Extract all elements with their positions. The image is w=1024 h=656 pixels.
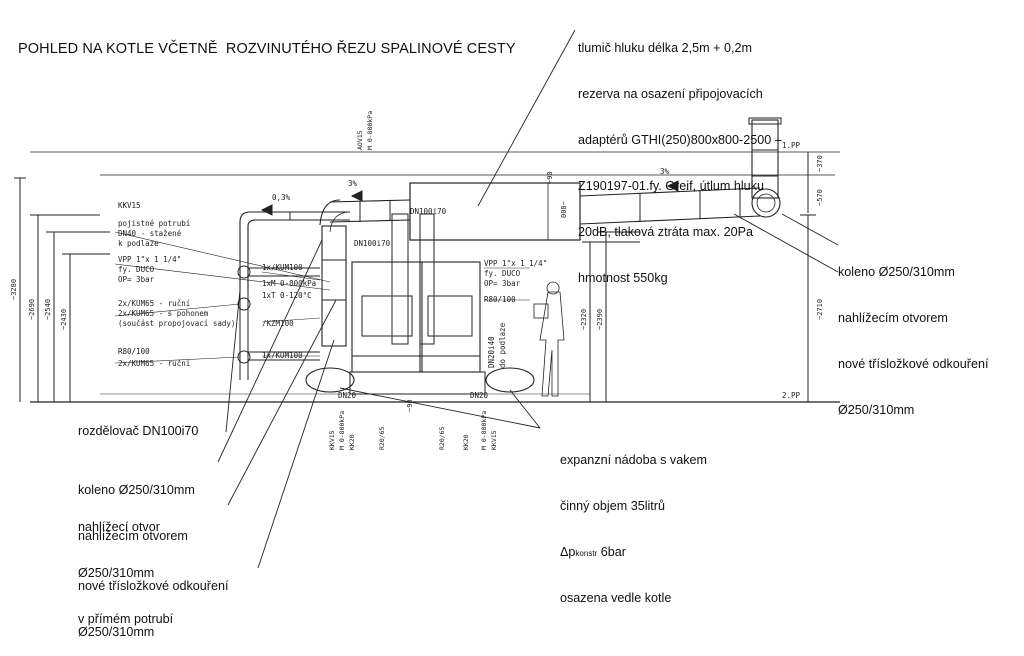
lbl-dn40: DN40 - stažené bbox=[118, 229, 182, 238]
lbl-level-1pp: 1.PP bbox=[782, 141, 801, 150]
elbow-left-line-2: nahlížecím otvorem bbox=[78, 528, 188, 543]
lbl-kit-part: (součást propojovací sady) bbox=[118, 319, 235, 328]
silencer-line-4: Z190197-01.fy. Greif, útlum hluku bbox=[578, 178, 764, 193]
elbow-right-line-3: nové třísložkové odkouření bbox=[838, 356, 989, 371]
expansion-line-1: expanzní nádoba s vakem bbox=[560, 452, 708, 467]
lbl-to-floor: k podlaze bbox=[118, 239, 159, 248]
lbl-dn20-left: DN20 bbox=[338, 391, 357, 400]
elbow-right-line-4: Ø250/310mm bbox=[838, 402, 915, 417]
lbl-kum65-manual: 2x/KUM65 - ruční bbox=[118, 299, 190, 308]
lbl-r80-right: R80/100 bbox=[484, 295, 516, 304]
lbl-bottom-r20-l: R20/65 bbox=[378, 426, 386, 450]
boiler-section-drawing: KKV15 pojistné potrubí DN40 - stažené k … bbox=[10, 29, 840, 569]
dim-800: 008~ bbox=[560, 201, 568, 218]
flue-left-line-2: Ø250/310mm bbox=[78, 624, 155, 639]
dim-90-top: ~90 bbox=[546, 171, 554, 184]
lbl-vpp-left: VPP 1"x 1 1/4" bbox=[118, 255, 181, 264]
callout-elbow-left: koleno Ø250/310mm nahlížecím otvorem bbox=[78, 452, 195, 560]
callout-elbow-right: koleno Ø250/310mm nahlížecím otvorem nov… bbox=[838, 234, 989, 434]
flue-left-line-1: nové třísložkové odkouření bbox=[78, 578, 229, 593]
lbl-manometer: 1xM 0-800kPa bbox=[262, 279, 316, 288]
dim-570: ~570 bbox=[816, 189, 824, 206]
lbl-bottom-m-l: M 0-800kPa bbox=[338, 411, 346, 450]
lbl-slope-03: 0,3% bbox=[272, 193, 291, 202]
expansion-line-3: Δpkonstr 6bar bbox=[560, 545, 707, 560]
callout-expansion: expanzní nádoba s vakem činný objem 35li… bbox=[560, 422, 707, 622]
lbl-op-left: OP= 3bar bbox=[118, 275, 155, 284]
lbl-kum65-drive: 2x/KUM65 - s pohonem bbox=[118, 309, 209, 318]
lbl-do-podlaze: do podlaze bbox=[498, 322, 507, 368]
lbl-bottom-kkv15-r: KKV15 bbox=[490, 430, 498, 450]
lbl-bottom-kkv15-l: KKV15 bbox=[328, 430, 336, 450]
lbl-safety-pipe: pojistné potrubí bbox=[118, 219, 190, 228]
lbl-aov-manometer: M 0-800kPa bbox=[366, 111, 374, 150]
elbow-right-line-2: nahlížecím otvorem bbox=[838, 310, 948, 325]
expansion-6bar: 6bar bbox=[597, 544, 626, 559]
lbl-kkv15: KKV15 bbox=[118, 201, 141, 210]
silencer-line-2: rezerva na osazení připojovacích bbox=[578, 86, 763, 101]
elbow-left-line-1: koleno Ø250/310mm bbox=[78, 482, 195, 497]
callout-distributor: rozdělovač DN100i70 bbox=[78, 424, 199, 438]
dim-370: ~370 bbox=[816, 155, 824, 172]
expansion-line-4: osazena vedle kotle bbox=[560, 590, 672, 605]
lbl-dn100-top: DN100i70 bbox=[410, 207, 447, 216]
inspection-line-2: Ø250/310mm bbox=[78, 565, 155, 580]
lbl-op-right: OP= 3bar bbox=[484, 279, 521, 288]
lbl-thermometer: 1xT 0-120°C bbox=[262, 291, 312, 300]
lbl-bottom-m-r: M 0-800kPa bbox=[480, 411, 488, 450]
dim-90-bottom: ~90 bbox=[406, 399, 414, 412]
lbl-level-2pp: 2.PP bbox=[782, 391, 801, 400]
silencer-line-1: tlumič hluku délka 2,5m + 0,2m bbox=[578, 40, 752, 55]
silencer-line-3: adaptérů GTHI(250)800x800-2500 – bbox=[578, 132, 782, 147]
drawing-title: POHLED NA KOTLE VČETNĚ ROZVINUTÉHO ŘEZU … bbox=[18, 41, 516, 57]
dim-2320: ~2320 bbox=[580, 309, 588, 330]
lbl-dn100-mid: DN100i70 bbox=[354, 239, 391, 248]
lbl-kzm100: /KZM100 bbox=[262, 319, 294, 328]
lbl-slope-3-b: 3% bbox=[660, 167, 670, 176]
expansion-dp: Δp bbox=[560, 544, 576, 559]
lbl-dn20-right: DN20 bbox=[470, 391, 489, 400]
dim-2710: ~2710 bbox=[816, 299, 824, 320]
callout-flue-left: nové třísložkové odkouření Ø250/310mm bbox=[78, 548, 229, 656]
lbl-vpp-right: VPP 1"x 1 1/4" bbox=[484, 259, 547, 268]
lbl-bottom-kk20-r: KK20 bbox=[462, 434, 470, 450]
elbow-right-line-1: koleno Ø250/310mm bbox=[838, 264, 955, 279]
dim-2690: ~2690 bbox=[28, 299, 36, 320]
dim-2430: ~2430 bbox=[60, 309, 68, 330]
lbl-aov15: AOV15 bbox=[356, 130, 364, 150]
lbl-duco-left: fy. DUCO bbox=[118, 265, 155, 274]
expansion-line-2: činný objem 35litrů bbox=[560, 498, 665, 513]
lbl-duco-right: fy. DUCO bbox=[484, 269, 521, 278]
lbl-dn20i40: DN20i40 bbox=[487, 336, 496, 368]
silencer-line-5: 20dB, tlaková ztráta max. 20Pa bbox=[578, 225, 754, 240]
expansion-konstr: konstr bbox=[575, 548, 598, 558]
lbl-kum100: 1x/KUM100 bbox=[262, 263, 303, 272]
dim-2540: ~2540 bbox=[44, 299, 52, 320]
silencer-line-6: hmotnost 550kg bbox=[578, 271, 668, 286]
callout-silencer: tlumič hluku délka 2,5m + 0,2m rezerva n… bbox=[578, 10, 782, 302]
dim-2390: ~2390 bbox=[596, 309, 604, 330]
lbl-slope-3-a: 3% bbox=[348, 179, 358, 188]
inspection-line-1: nahlížecí otvor bbox=[78, 519, 160, 534]
lbl-bottom-r20-r: R20/65 bbox=[438, 426, 446, 450]
lbl-kum100-2: 1x/KUM100 bbox=[262, 351, 303, 360]
lbl-bottom-kk20-l: KK20 bbox=[348, 434, 356, 450]
dim-3280: ~3280 bbox=[10, 279, 18, 300]
lbl-r80-left: R80/100 bbox=[118, 347, 150, 356]
lbl-kum65-manual-2: 2x/KUM65 - ruční bbox=[118, 359, 190, 368]
